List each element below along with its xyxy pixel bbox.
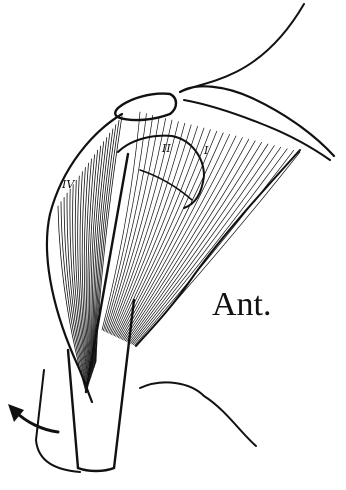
part-label-ii: II <box>161 142 171 155</box>
forearm-outline <box>140 382 256 446</box>
humerus-left-edge <box>68 350 78 468</box>
curved-arrow-icon <box>8 404 58 432</box>
part-label-i: I <box>203 144 209 157</box>
part-label-iv: IV <box>61 178 75 191</box>
muscle-fiber-line <box>120 133 224 338</box>
anterior-view-label: Ant. <box>212 286 272 324</box>
acromial-process <box>115 94 176 120</box>
humerus-bottom <box>78 468 114 471</box>
clavicle-upper-outline <box>180 4 304 92</box>
